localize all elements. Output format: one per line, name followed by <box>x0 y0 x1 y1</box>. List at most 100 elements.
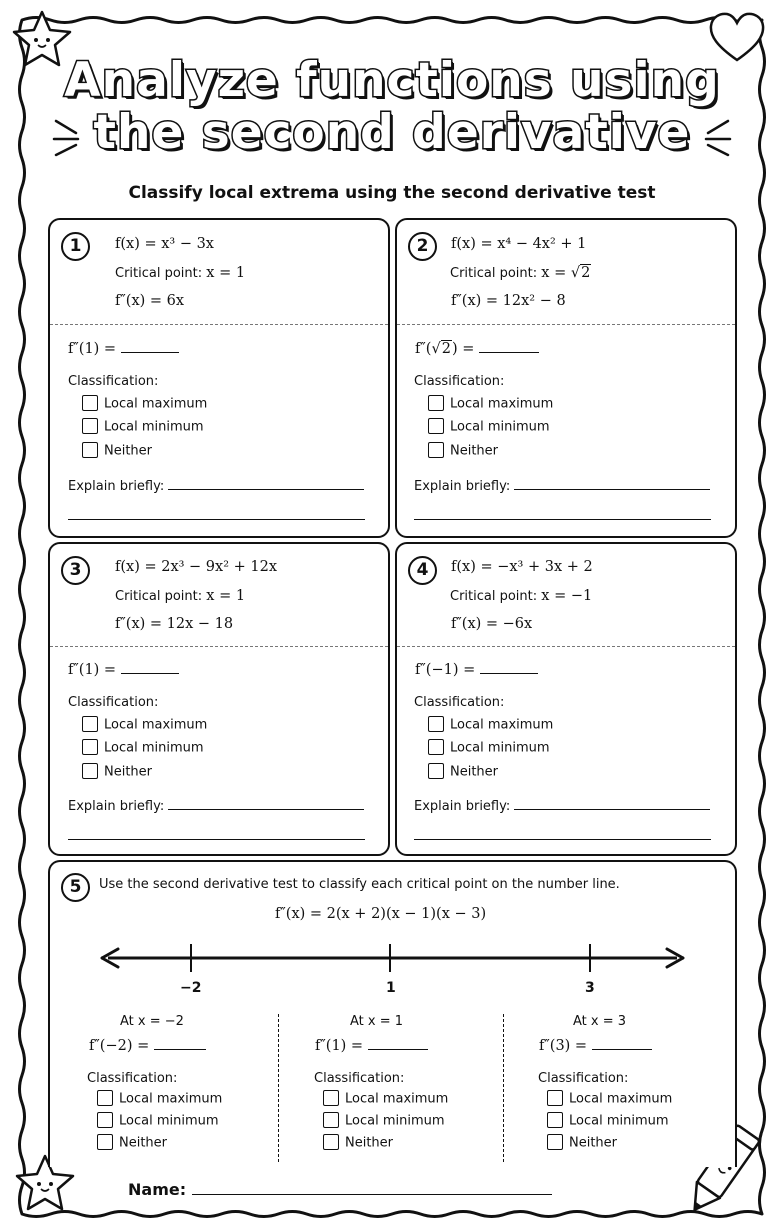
checkbox[interactable] <box>428 418 444 434</box>
explain-blank-2[interactable] <box>414 519 711 520</box>
problem-4-card: 4 f(x) = −x³ + 3x + 2 Critical point: x … <box>395 542 737 856</box>
option-local-minimum[interactable]: Local minimum <box>323 1112 445 1129</box>
evaluation-blank[interactable] <box>592 1049 653 1050</box>
option-local-minimum[interactable]: Local minimum <box>82 418 204 435</box>
checkbox[interactable] <box>82 395 98 411</box>
option-local-minimum[interactable]: Local minimum <box>428 739 550 756</box>
option-label: Local maximum <box>450 396 554 412</box>
checkbox[interactable] <box>547 1134 563 1150</box>
critical-point-line: Critical point: x = 1 <box>115 265 245 281</box>
checkbox[interactable] <box>82 739 98 755</box>
option-neither[interactable]: Neither <box>428 763 498 780</box>
title-line-1: Analyze functions using <box>63 53 720 108</box>
option-neither[interactable]: Neither <box>82 763 152 780</box>
option-local-minimum[interactable]: Local minimum <box>547 1112 669 1129</box>
option-label: Local minimum <box>104 740 204 756</box>
star-icon-bottom-left <box>15 1154 75 1211</box>
explain-blank[interactable] <box>514 809 711 810</box>
checkbox[interactable] <box>82 418 98 434</box>
name-blank[interactable] <box>191 1194 552 1195</box>
name-label: Name: <box>128 1180 187 1199</box>
option-label: Neither <box>104 443 153 459</box>
classification-label: Classification: <box>87 1071 178 1086</box>
star-icon-top-left <box>12 10 72 67</box>
divider <box>397 324 735 325</box>
checkbox[interactable] <box>428 763 444 779</box>
option-neither[interactable]: Neither <box>323 1134 393 1151</box>
checkbox[interactable] <box>323 1112 339 1128</box>
problem-number: 2 <box>408 232 437 261</box>
option-neither[interactable]: Neither <box>82 442 153 459</box>
column-divider <box>278 1014 279 1162</box>
problem-5-card: 5 Use the second derivative test to clas… <box>48 860 737 1167</box>
option-local-maximum[interactable]: Local maximum <box>82 716 207 733</box>
checkbox[interactable] <box>323 1090 339 1106</box>
explain-blank[interactable] <box>168 809 365 810</box>
evaluation-blank[interactable] <box>480 673 539 674</box>
checkbox[interactable] <box>97 1090 113 1106</box>
option-label: Local maximum <box>345 1091 449 1107</box>
option-local-maximum[interactable]: Local maximum <box>428 716 553 733</box>
checkbox[interactable] <box>97 1134 113 1150</box>
radicand: 2 <box>440 340 452 357</box>
divider <box>50 324 388 325</box>
function-definition: f(x) = x⁴ − 4x² + 1 <box>451 236 587 252</box>
checkbox[interactable] <box>82 716 98 732</box>
option-local-minimum[interactable]: Local minimum <box>428 418 550 435</box>
explain-blank-2[interactable] <box>414 839 711 840</box>
critical-point-line: Critical point: x = 1 <box>115 588 245 604</box>
evaluation-label: f″(3) = <box>539 1038 588 1054</box>
tick-label: −2 <box>180 980 202 996</box>
checkbox[interactable] <box>428 442 444 458</box>
tick-label: 1 <box>386 980 396 996</box>
option-local-maximum[interactable]: Local maximum <box>428 395 554 412</box>
checkbox[interactable] <box>428 716 444 732</box>
evaluation-blank[interactable] <box>154 1049 207 1050</box>
evaluation-blank[interactable] <box>121 673 180 674</box>
explain-blank-2[interactable] <box>68 839 365 840</box>
explain-line: Explain briefly: <box>68 799 365 814</box>
explain-blank[interactable] <box>514 489 711 490</box>
option-neither[interactable]: Neither <box>97 1134 168 1151</box>
checkbox[interactable] <box>547 1112 563 1128</box>
sqrt-icon: √2 <box>431 340 452 357</box>
checkbox[interactable] <box>323 1134 339 1150</box>
checkbox[interactable] <box>428 395 444 411</box>
option-label: Neither <box>450 443 499 459</box>
critical-point-label: Critical point: <box>450 589 538 604</box>
option-local-maximum[interactable]: Local maximum <box>547 1090 672 1107</box>
option-neither[interactable]: Neither <box>547 1134 618 1151</box>
second-derivative: f″(x) = 12x² − 8 <box>451 293 566 309</box>
option-local-maximum[interactable]: Local maximum <box>97 1090 222 1107</box>
option-local-minimum[interactable]: Local minimum <box>82 739 204 756</box>
problem-number: 4 <box>408 556 437 585</box>
explain-line: Explain briefly: <box>414 479 711 494</box>
option-local-minimum[interactable]: Local minimum <box>97 1112 219 1129</box>
option-label: Neither <box>119 1135 168 1151</box>
evaluation-blank[interactable] <box>121 352 180 353</box>
option-label: Local minimum <box>569 1113 669 1129</box>
evaluation-label: f″(1) = <box>68 662 117 678</box>
critical-point-prefix: x = <box>541 265 571 281</box>
evaluation-blank[interactable] <box>368 1049 429 1050</box>
evaluation-suffix: ) = <box>451 341 475 357</box>
evaluation-line: f″(−1) = <box>415 659 539 678</box>
explain-blank-2[interactable] <box>68 519 365 520</box>
checkbox[interactable] <box>547 1090 563 1106</box>
evaluation-label: f″(1) = <box>68 341 117 357</box>
checkbox[interactable] <box>428 739 444 755</box>
option-local-maximum[interactable]: Local maximum <box>323 1090 449 1107</box>
option-neither[interactable]: Neither <box>428 442 499 459</box>
problem-3-card: 3 f(x) = 2x³ − 9x² + 12x Critical point:… <box>48 542 390 856</box>
evaluation-blank[interactable] <box>479 352 540 353</box>
tick-label: 3 <box>585 980 595 996</box>
option-label: Local minimum <box>104 419 204 435</box>
classification-label: Classification: <box>314 1071 405 1086</box>
explain-blank[interactable] <box>168 489 365 490</box>
checkbox[interactable] <box>97 1112 113 1128</box>
radicand: 2 <box>580 264 592 281</box>
checkbox[interactable] <box>82 763 98 779</box>
option-label: Neither <box>569 1135 618 1151</box>
checkbox[interactable] <box>82 442 98 458</box>
option-local-maximum[interactable]: Local maximum <box>82 395 207 412</box>
